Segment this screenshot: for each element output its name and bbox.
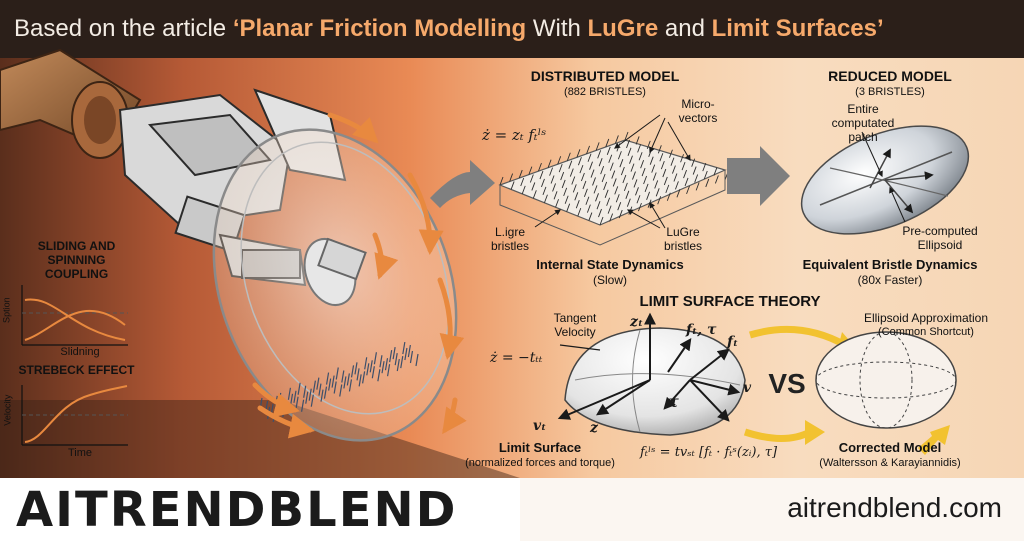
vs-label: VS [768,368,806,399]
flow-arrow-1 [430,160,495,208]
ellipsoid-approx-label: Ellipsoid Approximation [863,311,989,325]
site-url[interactable]: aitrendblend.com [787,492,1002,523]
page-title: Based on the article ‘Planar Friction Mo… [14,15,884,42]
distributed-caption-bold: Internal State Dynamics [536,257,684,272]
distributed-equation: ż = zₜ fₜˡˢ [482,126,547,144]
brand-logo-text: AITRENDBLEND [16,482,458,538]
patch-label: Entire computated patch [831,102,895,144]
reduced-subtitle: (3 BRISTLES) [855,86,925,98]
coupling-xlabel: Slidning [60,346,100,358]
approx-ellipsoid [815,331,957,429]
limit-formula: fₜˡˢ = tvₛₜ [fₜ · fₜˢ(zᵢ), τ] [640,445,778,460]
footer: AITRENDBLEND aitrendblend.com [0,478,1024,541]
limit-title: LIMIT SURFACE THEORY [639,293,821,310]
distributed-title: DISTRIBUTED MODEL [530,68,680,84]
micro-vector-pointers [534,114,691,229]
distributed-bristle-grid [498,131,729,246]
corrected-caption: (Waltersson & Karayiannidis) [819,457,961,469]
surface-caption-bold: Limit Surface [498,440,582,455]
title-part-3: Limit Surfaces [711,15,877,42]
reduced-caption-bold: Equivalent Bristle Dynamics [802,257,978,272]
rotation-arrows [252,112,467,439]
floor-shadow [0,400,520,478]
reduced-title: REDUCED MODEL [828,68,952,84]
z-label: z [590,420,598,436]
tangent-velocity-label: Tangent Velocity [553,311,597,339]
limit-surface-dome [557,312,746,436]
strebeck-title: STREBECK EFFECT [18,363,135,377]
surface-caption: (normalized forces and torque) [465,457,615,469]
reduced-caption: (80x Faster) [857,273,923,287]
title-part-2: LuGre [587,15,659,42]
strebeck-ylabel: Velocity [2,394,13,426]
robot-arm [0,48,142,159]
title-part-1: Planar Friction Modelling [239,15,527,42]
header-bar: Based on the article ‘Planar Friction Mo… [0,0,1024,58]
corrected-caption-bold: Corrected Model [838,440,942,455]
strebeck-xlabel: Time [67,447,93,459]
lugre-left-label: L.igre bristles [490,225,529,253]
flow-arrow-2 [727,146,790,206]
coupling-ylabel: Sption [1,297,12,323]
coupling-title: SLIDING AND SPINNING COUPLING [37,239,116,281]
tau-label: τ [668,392,679,411]
ellipsoid-label: Pre-computed Ellipsoid [902,224,978,252]
f-tau-label: fₜ, τ [686,322,717,338]
micro-vectors-label: Micro- vectors [678,97,718,125]
distributed-caption: (Slow) [592,273,627,287]
lugre-right-label: LuGre bristles [663,225,702,253]
z-t-label: zₜ [630,314,644,330]
v-t-label: vₜ [533,418,547,434]
f-t-label: fₜ [727,334,739,350]
strebeck-chart [21,385,128,446]
distributed-subtitle: (882 BRISTLES) [564,86,646,98]
common-shortcut-label: (Common Shortcut) [878,326,974,338]
coupling-chart [21,285,128,346]
reduced-ellipsoid [800,125,970,235]
z-dot-equation: ż = −tₜₜ [490,350,543,366]
v-label: v [743,380,752,396]
